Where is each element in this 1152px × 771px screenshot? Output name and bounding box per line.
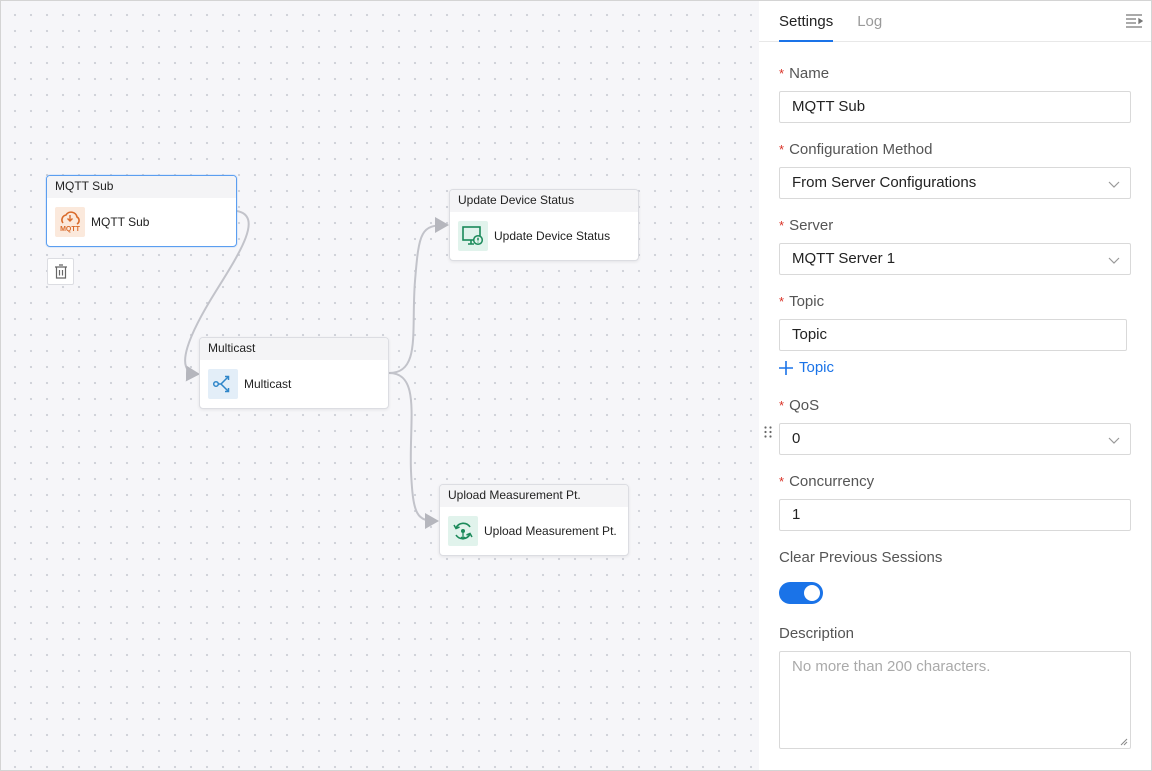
edge-mqtt-to-multicast[interactable]	[184, 210, 250, 382]
required-mark: *	[779, 294, 785, 309]
drag-handle-icon[interactable]	[763, 425, 773, 439]
node-multicast[interactable]: Multicast Multicast	[199, 337, 389, 409]
config-method-label: *Configuration Method	[779, 141, 933, 158]
clear-sessions-toggle[interactable]	[779, 582, 823, 604]
trash-icon	[54, 264, 67, 279]
config-method-select[interactable]: From Server Configurations	[779, 167, 1131, 199]
node-label: Update Device Status	[494, 229, 611, 243]
node-header: MQTT Sub	[47, 176, 236, 198]
edge-multicast-to-update[interactable]	[388, 217, 449, 374]
server-label: *Server	[779, 217, 834, 234]
chevron-down-icon	[1108, 257, 1120, 264]
delete-node-button[interactable]	[47, 258, 74, 285]
resize-handle-icon[interactable]	[1120, 738, 1128, 746]
panel-tabs: Settings Log	[759, 1, 1151, 42]
chevron-down-icon	[1108, 437, 1120, 444]
toggle-knob	[804, 585, 820, 601]
mqtt-cloud-icon: MQTT	[55, 207, 85, 237]
node-label: Upload Measurement Pt.	[484, 524, 617, 538]
node-label: MQTT Sub	[91, 215, 150, 229]
svg-text:MQTT: MQTT	[60, 226, 81, 233]
tab-settings[interactable]: Settings	[779, 13, 834, 42]
required-mark: *	[779, 398, 785, 413]
plus-icon	[779, 360, 793, 375]
qos-select[interactable]: 0	[779, 423, 1131, 455]
node-update-device-status[interactable]: Update Device Status Update Device Statu…	[449, 189, 639, 261]
required-mark: *	[779, 218, 785, 233]
required-mark: *	[779, 142, 785, 157]
server-select[interactable]: MQTT Server 1	[779, 243, 1131, 275]
concurrency-input[interactable]: 1	[779, 499, 1131, 531]
topic-label: *Topic	[779, 293, 825, 310]
device-status-icon	[458, 221, 488, 251]
description-textarea[interactable]: No more than 200 characters.	[779, 651, 1131, 749]
required-mark: *	[779, 66, 785, 81]
multicast-icon	[208, 369, 238, 399]
name-label: *Name	[779, 65, 830, 82]
tab-log[interactable]: Log	[857, 13, 883, 30]
clear-sessions-label: Clear Previous Sessions	[779, 549, 943, 566]
node-header: Update Device Status	[450, 190, 638, 212]
description-label: Description	[779, 625, 855, 642]
required-mark: *	[779, 474, 785, 489]
flow-edges	[184, 210, 449, 529]
upload-measurement-icon	[448, 516, 478, 546]
node-mqtt-sub[interactable]: MQTT Sub MQTT MQTT Sub	[46, 175, 237, 247]
topic-input[interactable]: Topic	[779, 319, 1127, 351]
add-topic-button[interactable]: Topic	[779, 359, 834, 376]
node-header: Multicast	[200, 338, 388, 360]
collapse-panel-icon[interactable]	[1125, 13, 1143, 29]
description-placeholder: No more than 200 characters.	[792, 658, 991, 675]
qos-label: *QoS	[779, 397, 820, 414]
flow-canvas[interactable]: MQTT Sub MQTT MQTT Sub Multicast	[1, 1, 759, 770]
edge-multicast-to-upload[interactable]	[388, 372, 439, 529]
concurrency-label: *Concurrency	[779, 473, 875, 490]
node-upload-measurement[interactable]: Upload Measurement Pt. Upload Measuremen…	[439, 484, 629, 556]
name-input[interactable]: MQTT Sub	[779, 91, 1131, 123]
settings-panel: Settings Log *Name MQTT Sub *Configurati…	[759, 1, 1151, 770]
node-label: Multicast	[244, 377, 292, 391]
chevron-down-icon	[1108, 181, 1120, 188]
node-header: Upload Measurement Pt.	[440, 485, 628, 507]
